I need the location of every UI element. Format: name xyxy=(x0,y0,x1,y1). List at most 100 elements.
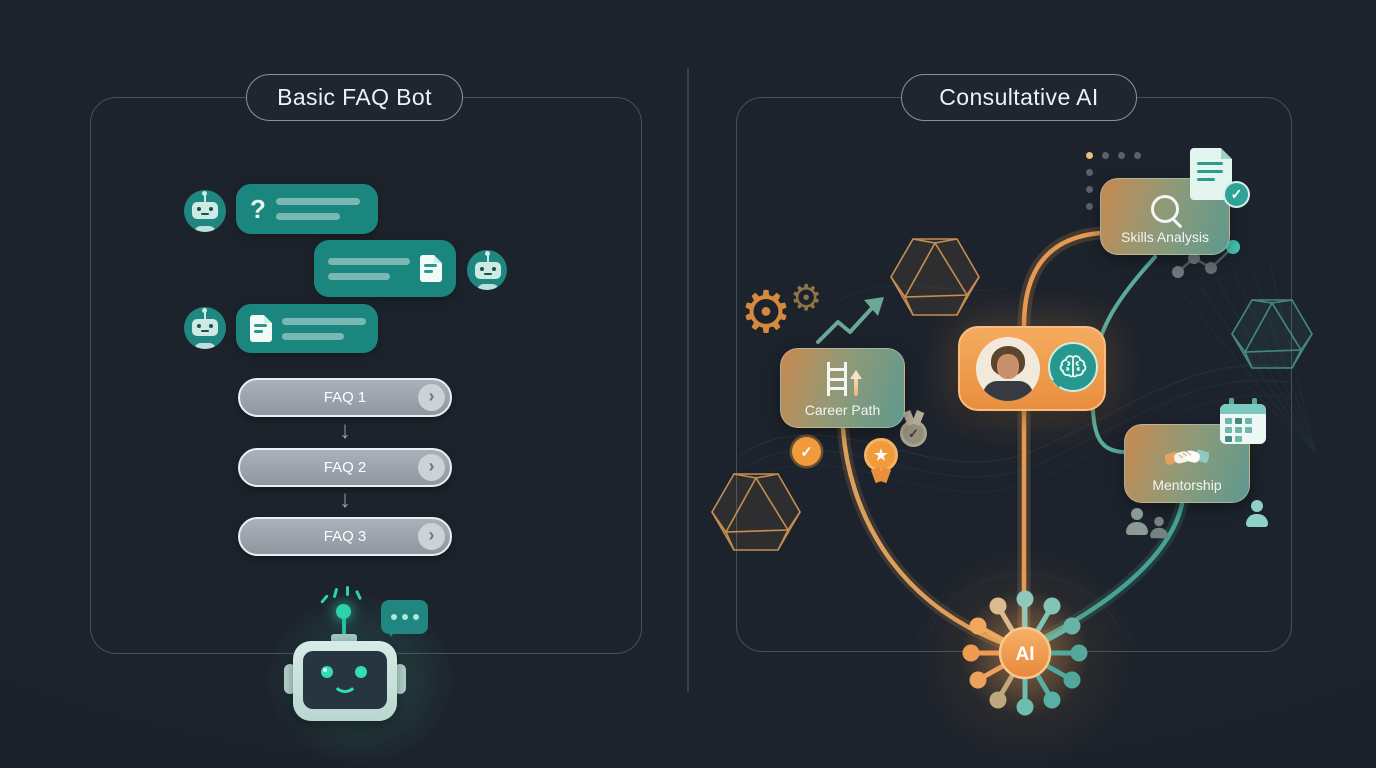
flow-arrow-down-icon: ↓ xyxy=(339,417,351,444)
avatar-face xyxy=(997,354,1019,379)
left-panel-title-text: Basic FAQ Bot xyxy=(277,84,432,110)
bot-body xyxy=(194,226,216,232)
ladder-rung xyxy=(830,386,844,390)
speech-dot xyxy=(401,614,408,620)
person-body xyxy=(1126,522,1148,535)
dot xyxy=(1086,186,1093,193)
medal-icon: ✓ xyxy=(900,410,927,447)
bot-avatar xyxy=(467,250,507,290)
document-icon xyxy=(420,255,442,282)
robot-mascot xyxy=(265,586,455,764)
mascot-screen xyxy=(303,651,387,709)
mentorship-node: Mentorship xyxy=(1124,424,1250,503)
faq-3-label: FAQ 3 xyxy=(323,528,367,545)
dot-accent xyxy=(1086,152,1093,159)
calendar-grid xyxy=(1220,414,1266,444)
skills-analysis-label: Skills Analysis xyxy=(1121,229,1209,245)
bot-mouth xyxy=(484,273,492,275)
bot-antenna-dot xyxy=(202,191,207,196)
career-path-label: Career Path xyxy=(804,402,881,418)
calendar-cell xyxy=(1245,418,1252,424)
calendar-header xyxy=(1220,404,1266,414)
calendar-peg xyxy=(1229,398,1234,407)
avatar-shoulders xyxy=(983,381,1033,401)
bot-body xyxy=(477,284,499,290)
bot-body xyxy=(194,343,216,349)
gear-icon: ⚙ xyxy=(740,280,792,345)
right-panel-title-text: Consultative AI xyxy=(939,84,1099,110)
ladder-icon xyxy=(827,362,847,396)
speech-dot xyxy=(390,614,397,620)
person-head xyxy=(1251,500,1263,512)
doc-line xyxy=(1197,170,1223,173)
calendar-cell xyxy=(1225,418,1232,424)
chevron-right-icon[interactable]: › xyxy=(418,523,445,550)
gear-icon-small: ⚙ xyxy=(790,277,823,318)
user-avatar xyxy=(976,337,1040,401)
ladder-arrow-icon xyxy=(827,360,862,396)
bot-antenna-dot xyxy=(202,308,207,313)
bot-eye xyxy=(492,267,496,271)
bot-eye xyxy=(197,207,201,211)
doc-line xyxy=(254,324,267,327)
text-line xyxy=(282,317,366,325)
text-line xyxy=(328,257,410,265)
faq-3-button[interactable]: FAQ 3 › xyxy=(238,517,452,556)
dot xyxy=(1086,203,1093,210)
antenna-bulb xyxy=(336,604,351,619)
bot-eye xyxy=(209,207,213,211)
user-ai-node xyxy=(958,326,1106,411)
mentorship-label: Mentorship xyxy=(1152,477,1222,493)
people-group-icon xyxy=(1126,508,1148,535)
text-line xyxy=(275,198,360,205)
career-path-node: Career Path xyxy=(780,348,905,428)
mascot-smile xyxy=(332,679,358,693)
medal-check: ✓ xyxy=(908,425,919,441)
text-lines xyxy=(282,317,366,340)
mascot-ear xyxy=(394,664,406,694)
bot-face xyxy=(192,319,218,336)
bot-avatar xyxy=(184,307,226,349)
bot-antenna xyxy=(204,311,206,319)
document-icon xyxy=(250,315,272,342)
calendar-cell xyxy=(1225,427,1232,433)
magnifier-icon xyxy=(1151,195,1179,223)
check-badge-icon: ✓ xyxy=(792,437,821,466)
doc-line xyxy=(1197,162,1223,165)
check-circle-icon: ✓ xyxy=(1223,181,1250,208)
faq-2-button[interactable]: FAQ 2 › xyxy=(238,448,452,487)
person-body xyxy=(1150,527,1168,539)
text-lines xyxy=(328,257,410,280)
chevron-right-icon[interactable]: › xyxy=(418,384,445,411)
mascot-eye xyxy=(355,666,367,678)
text-line xyxy=(328,272,390,280)
skills-analysis-node: Skills Analysis xyxy=(1100,178,1230,255)
calendar-cell xyxy=(1245,427,1252,433)
bot-avatar xyxy=(184,190,226,232)
calendar-body xyxy=(1220,404,1266,444)
bot-eye xyxy=(197,324,201,328)
calendar-peg xyxy=(1252,398,1257,407)
basic-faq-panel xyxy=(90,97,642,654)
bot-antenna xyxy=(487,254,489,262)
people-group-icon xyxy=(1150,516,1168,539)
star-icon: ★ xyxy=(874,447,888,464)
bot-eye xyxy=(480,267,484,271)
person-body xyxy=(1246,514,1268,527)
bot-face xyxy=(475,262,501,279)
dot xyxy=(1118,152,1125,159)
doc-line xyxy=(1197,178,1215,181)
dot xyxy=(1134,152,1141,159)
faq-1-button[interactable]: FAQ 1 › xyxy=(238,378,452,417)
person-head xyxy=(1154,516,1164,527)
mascot-neck xyxy=(331,634,357,643)
panel-divider xyxy=(687,68,689,692)
bot-eye xyxy=(209,324,213,328)
calendar-icon xyxy=(1220,398,1266,446)
calendar-cell xyxy=(1235,418,1242,424)
bot-antenna-dot xyxy=(485,251,490,256)
chevron-right-icon[interactable]: › xyxy=(418,454,445,481)
ladder-rung xyxy=(830,377,844,381)
calendar-cell xyxy=(1225,436,1232,442)
flow-arrow-down-icon: ↓ xyxy=(339,486,351,513)
